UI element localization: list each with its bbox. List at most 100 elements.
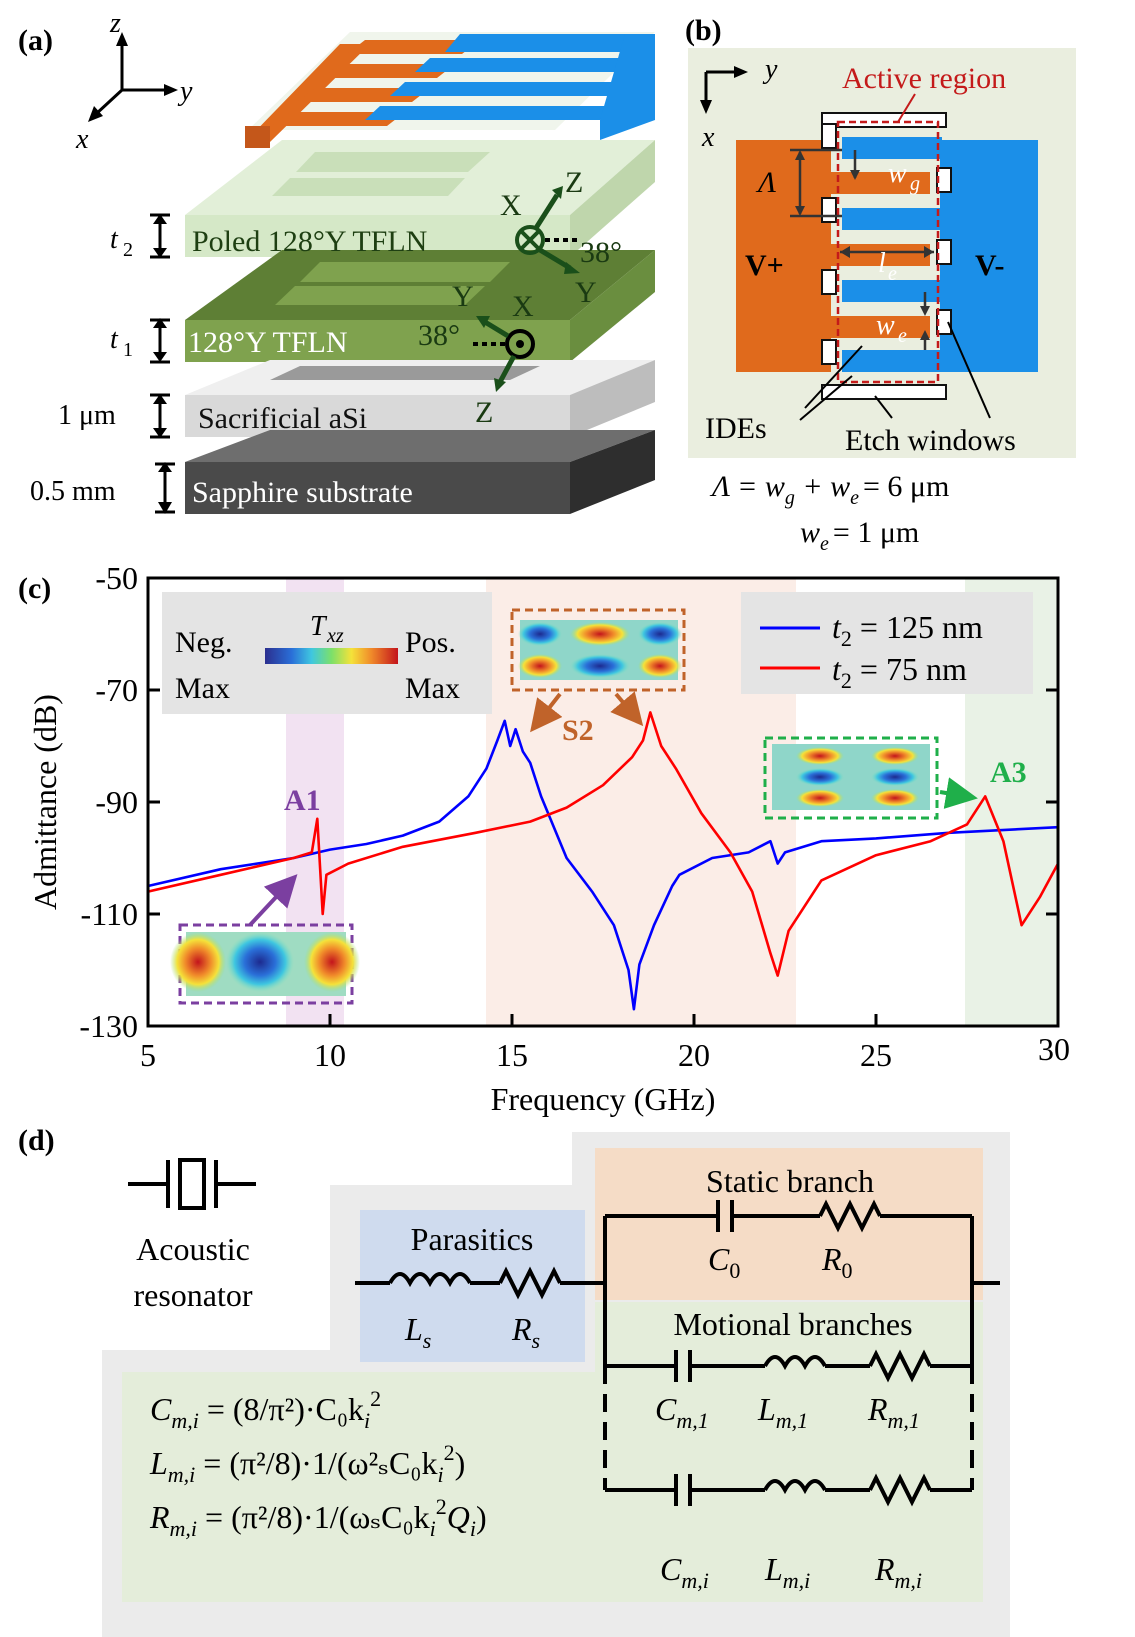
static-branch-label: Static branch: [706, 1163, 874, 1199]
panel-d: (d) Acoustic resonator: [18, 1124, 1010, 1637]
R0-label: R0: [821, 1241, 853, 1283]
thickness-t1-sub: 1: [123, 339, 133, 361]
motional-branches-label: Motional branches: [673, 1306, 912, 1342]
Ls-label: Ls: [404, 1311, 431, 1353]
panel-c-label: (c): [18, 572, 51, 605]
Cmi-label: Cm,i: [660, 1551, 709, 1593]
crystal-top-Z: Z: [565, 166, 583, 199]
thickness-t2: t: [110, 224, 119, 255]
colorbar-pos2: Max: [405, 672, 460, 705]
layer-poled-name: Poled 128°Y TFLN: [192, 225, 427, 258]
x-tick-label: 10: [314, 1037, 346, 1073]
crystal-top-X: X: [500, 189, 522, 222]
inset-S2: S2: [510, 608, 686, 747]
inset-A3: A3: [763, 736, 1027, 820]
vminus-label: V-: [975, 249, 1004, 282]
crystal-top-Y: Y: [575, 276, 597, 309]
chart-lines: [147, 711, 1060, 1011]
acoustic-label-1: Acoustic: [136, 1231, 250, 1267]
axis-y-label: y: [177, 76, 193, 107]
thickness-asi: 1 μm: [58, 400, 116, 431]
circuit-wires: [355, 1199, 1000, 1507]
Cm1-label: Cm,1: [655, 1391, 709, 1433]
etch-windows-label: Etch windows: [845, 424, 1016, 457]
active-region-label: Active region: [842, 62, 1006, 95]
panel-a: (a) z y x: [18, 8, 655, 514]
Rs-label: Rs: [511, 1311, 540, 1353]
Lm1-label: Lm,1: [757, 1391, 808, 1433]
y-tick-label: -90: [95, 784, 138, 820]
we-sub: e: [898, 325, 907, 347]
colorbar-title: T: [310, 611, 328, 642]
crystal-top-angle: 38°: [580, 236, 622, 269]
panel-b-label: (b): [685, 14, 722, 47]
colorbar-box: T xz Neg. Max Pos. Max: [162, 592, 492, 714]
wg-sub: g: [910, 173, 920, 195]
panel-b-axis-y: y: [762, 54, 778, 85]
layer-tfln-name: 128°Y TFLN: [188, 326, 348, 359]
active-region-box: [836, 120, 940, 384]
colorbar-neg1: Neg.: [175, 626, 232, 659]
electrode-vplus: [736, 140, 831, 372]
thickness-sapphire: 0.5 mm: [30, 476, 116, 507]
acoustic-label-2: resonator: [133, 1277, 252, 1313]
colorbar-pos1: Pos.: [405, 626, 456, 659]
panel-a-label: (a): [18, 24, 53, 57]
mode-label-A1: A1: [284, 784, 321, 817]
eq-we: we= 1 μm: [800, 516, 919, 555]
layer-asi-name: Sacrificial aSi: [198, 402, 367, 435]
le-sub: e: [888, 263, 897, 285]
mode-label-A3: A3: [990, 756, 1027, 789]
thickness-t1: t: [110, 324, 119, 355]
thickness-t2-sub: 2: [123, 239, 133, 261]
x-tick-label: 25: [860, 1037, 892, 1073]
panel-b-axis-x: x: [701, 122, 715, 153]
y-axis-label: Admittance (dB): [27, 694, 63, 910]
colorbar-title-sub: xz: [326, 625, 344, 647]
legend-entry-125: t2 = 125 nm: [832, 609, 983, 651]
Lmi-label: Lm,i: [764, 1551, 810, 1593]
legend: t2 = 125 nm t2 = 75 nm: [741, 592, 1033, 694]
eq-cmi: Cm,i = (8/π²)·C₀ki2: [150, 1386, 381, 1433]
coord-axes-a: z y x: [75, 8, 193, 155]
parasitics-label: Parasitics: [411, 1221, 534, 1257]
electrodes-3d: [245, 32, 655, 148]
we-label: w: [876, 310, 895, 341]
Rmi-label: Rm,i: [874, 1551, 922, 1593]
plot-frame: [146, 576, 1060, 1028]
le-label: l: [878, 248, 886, 279]
mode-label-S2: S2: [562, 714, 594, 747]
thickness-markers: t 2 t 1 1 μm 0.5 mm: [30, 213, 175, 514]
colorbar: [265, 648, 398, 664]
series-line-75nm: [147, 711, 1060, 977]
eq-rmi: Rm,i = (π²/8)·1/(ωₛC₀ki2Qi): [149, 1494, 487, 1541]
crystal-bottom-Z: Z: [475, 396, 493, 429]
crystal-axes-top: X Z Y 38°: [500, 166, 622, 309]
eq-lmi: Lm,i = (π²/8)·1/(ω²ₛC₀ki2): [149, 1440, 465, 1487]
y-tick-label: -50: [95, 560, 138, 596]
series-line-125nm: [147, 719, 1059, 1011]
axis-x-label: x: [75, 124, 89, 155]
colorbar-neg2: Max: [175, 672, 230, 705]
wg-label: w: [888, 158, 907, 189]
lambda-label: Λ: [755, 166, 776, 199]
C0-label: C0: [708, 1241, 740, 1283]
equations-bg: [122, 1372, 602, 1602]
y-tick-label: -70: [95, 672, 138, 708]
x-tick-label: 30: [1038, 1031, 1070, 1067]
y-tick-label: -110: [81, 896, 138, 932]
ides-label: IDEs: [705, 412, 767, 445]
crystal-axes-bottom: Y X Z 38°: [418, 280, 535, 429]
panel-b: (b) y x: [685, 14, 1076, 555]
crystal-bottom-Y: Y: [452, 280, 474, 313]
x-axis-label: Frequency (GHz): [491, 1081, 716, 1117]
x-tick-label: 20: [678, 1037, 710, 1073]
y-tick-label: -130: [79, 1008, 138, 1044]
layer-sapphire: [185, 430, 655, 514]
legend-entry-75: t2 = 75 nm: [832, 651, 967, 693]
crystal-bottom-X: X: [512, 290, 534, 323]
axis-z-label: z: [109, 8, 121, 39]
